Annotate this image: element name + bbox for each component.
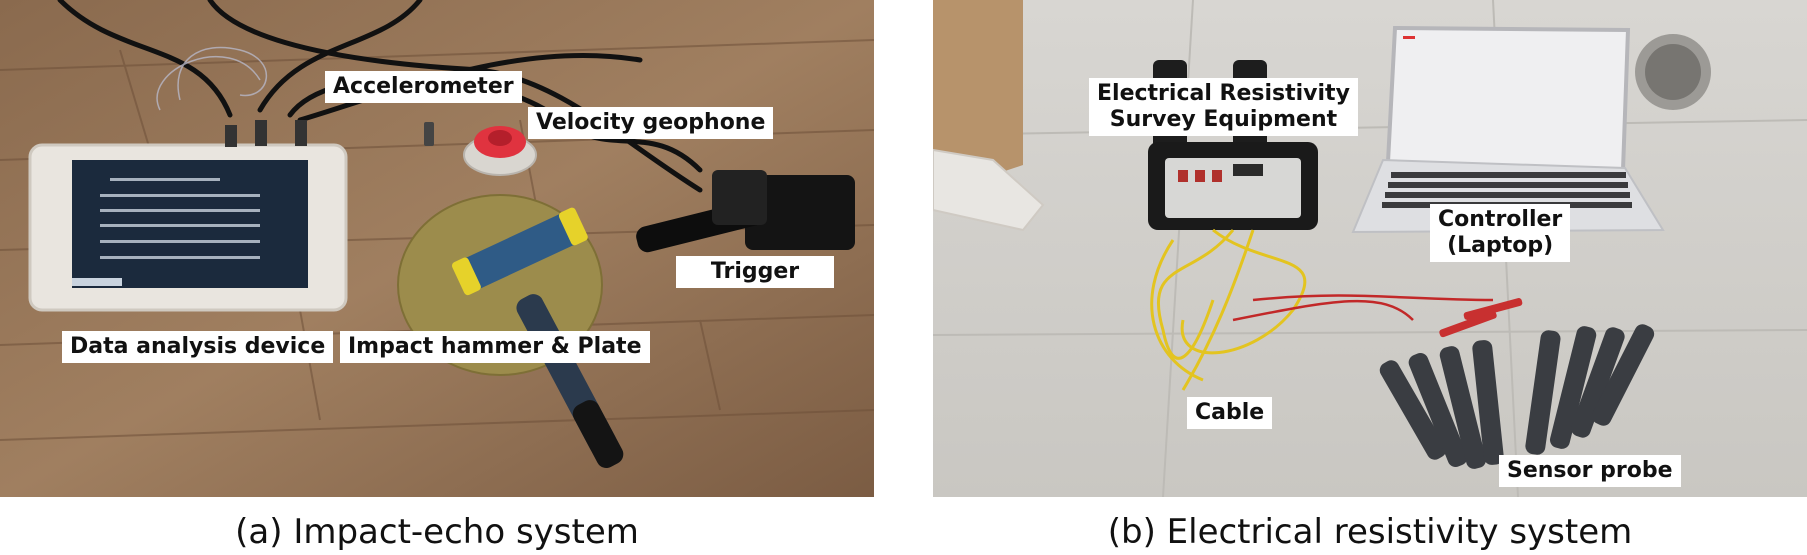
label-trigger: Trigger [676,256,834,288]
photo-panel-impact-echo: Accelerometer Velocity geophone Trigger … [0,0,874,497]
label-sensor-probe: Sensor probe [1499,455,1681,487]
label-cable: Cable [1187,397,1273,429]
caption-impact-echo: (a) Impact-echo system [235,512,639,552]
label-controller: Controller (Laptop) [1430,204,1571,262]
label-impact-hammer-plate: Impact hammer & Plate [340,331,650,363]
label-controller-line1: Controller [1438,207,1563,232]
label-controller-line2: (Laptop) [1447,232,1554,258]
label-survey-equipment-line1: Electrical Resistivity [1097,81,1350,106]
label-survey-equipment-line2: Survey Equipment [1109,106,1338,132]
label-survey-equipment: Electrical Resistivity Survey Equipment [1089,78,1358,136]
caption-electrical-resistivity: (b) Electrical resistivity system [1107,512,1633,552]
label-velocity-geophone: Velocity geophone [528,107,774,139]
photo-panel-electrical-resistivity: Electrical Resistivity Survey Equipment … [933,0,1807,497]
label-data-analysis-device: Data analysis device [62,331,334,363]
electrical-resistivity-photo [933,0,1807,497]
label-accelerometer: Accelerometer [325,71,522,103]
